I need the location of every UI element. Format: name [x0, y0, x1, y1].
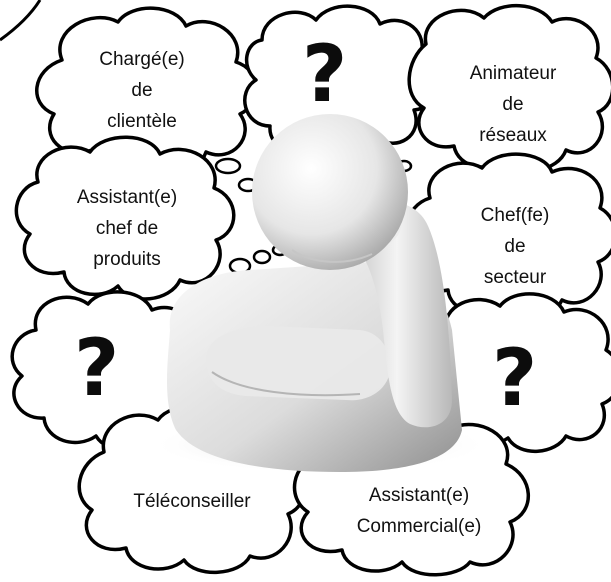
- cloud-chef-secteur-label: Chef(fe) de secteur: [450, 200, 580, 293]
- cloud-teleconseiller-label: Téléconseiller: [112, 486, 272, 517]
- cloud-text-line: Assistant(e): [368, 485, 470, 506]
- cloud-assistant-commercial-label: Assistant(e) Commercial(e): [334, 480, 504, 542]
- cloud-animateur-reseaux-label: Animateur de réseaux: [438, 58, 588, 151]
- cloud-animateur-reseaux-shape: [407, 4, 611, 172]
- cloud-text-line: de: [131, 80, 153, 101]
- thought-bubble: [252, 249, 272, 265]
- question-mark-icon: ?: [492, 334, 538, 424]
- cloud-text-line: Assistant(e): [76, 187, 178, 208]
- cloud-text-line: de: [504, 236, 526, 257]
- cloud-text-line: chef de: [95, 218, 159, 239]
- cloud-assistant-chef-produits-label: Assistant(e) chef de produits: [52, 182, 202, 275]
- thought-bubble: [214, 157, 242, 175]
- cloud-text-line: Animateur: [469, 63, 557, 84]
- cloud-charge-clientele-label: Chargé(e) de clientèle: [72, 44, 212, 137]
- cloud-charge-clientele-shape: [35, 6, 258, 175]
- cloud-text-line: Chargé(e): [99, 49, 185, 70]
- cloud-text-line: réseaux: [479, 125, 547, 146]
- cloud-question-top-shape: [243, 4, 438, 158]
- question-mark-icon: ?: [302, 30, 348, 120]
- cloud-text-line: produits: [93, 249, 161, 270]
- thinking-person-icon: [150, 114, 490, 473]
- cloud-text-line: secteur: [483, 267, 547, 288]
- cloud-text-line: Commercial(e): [356, 516, 482, 537]
- cloud-text-line: Chef(fe): [480, 205, 550, 226]
- cloud-text-line: Téléconseiller: [133, 491, 251, 512]
- cloud-text-line: de: [502, 94, 524, 115]
- question-mark-icon: ?: [74, 324, 120, 414]
- corner-circle-outline: [0, 0, 42, 42]
- cloud-text-line: clientèle: [107, 111, 177, 132]
- cloud-assistant-chef-produits-shape: [14, 135, 236, 301]
